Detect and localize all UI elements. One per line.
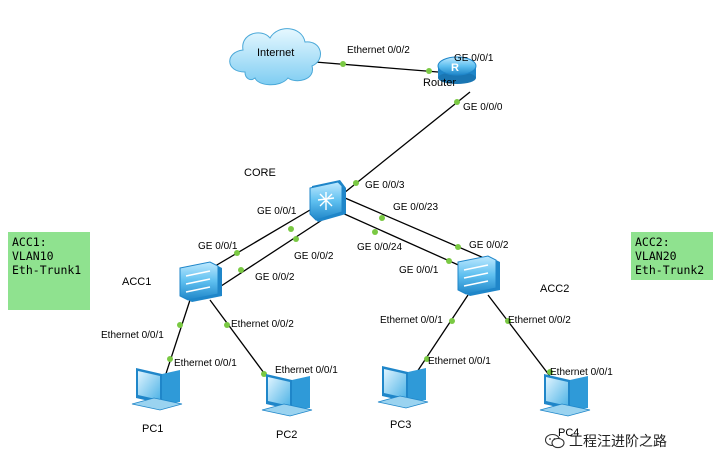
router-label: Router (423, 77, 456, 89)
port-label-internet-router-a: Ethernet 0/0/2 (347, 45, 410, 56)
acc1-note: ACC1: VLAN10 Eth-Trunk1 (8, 232, 90, 310)
pc-icon (131, 368, 183, 411)
acc2-note: ACC2: VLAN20 Eth-Trunk2 (631, 232, 713, 280)
port-dot (424, 356, 430, 362)
port-label-pc2-acc1: Ethernet 0/0/1 (275, 365, 338, 376)
router[interactable]: R Router (423, 56, 477, 89)
port-label-pc4-acc2: Ethernet 0/0/1 (550, 367, 613, 378)
port-labels: Ethernet 0/0/2 GE 0/0/1 GE 0/0/0 GE 0/0/… (101, 45, 613, 378)
pc3-label: PC3 (390, 419, 411, 431)
port-dot (353, 180, 359, 186)
acc2-label: ACC2 (540, 283, 569, 295)
watermark: 工程汪进阶之路 (545, 430, 667, 452)
port-dot (224, 322, 230, 328)
svg-text:R: R (451, 62, 459, 74)
wechat-icon (545, 433, 565, 449)
port-dot (340, 61, 346, 67)
access-switch-icon (179, 261, 222, 302)
acc1-note-line: ACC1: (12, 235, 47, 249)
port-label-acc2-pc4: Ethernet 0/0/2 (508, 315, 571, 326)
port-dot (238, 267, 244, 273)
internet-label: Internet (257, 47, 294, 59)
pc4-label: PC4 (558, 427, 579, 439)
core-label: CORE (244, 167, 276, 179)
port-label-acc1-pc2: Ethernet 0/0/2 (231, 319, 294, 330)
port-label-router-core-a: GE 0/0/0 (463, 102, 503, 113)
pc-icon (377, 366, 429, 409)
port-label-core-acc1-2: GE 0/0/2 (294, 251, 334, 262)
port-dot (261, 371, 267, 377)
port-dot (446, 258, 452, 264)
port-label-acc1-core-2: GE 0/0/2 (255, 272, 295, 283)
pc3[interactable]: PC3 (377, 366, 429, 431)
acc2-note-line: Eth-Trunk2 (635, 263, 705, 277)
port-label-core-acc1-1: GE 0/0/1 (257, 206, 297, 217)
core-switch-icon (309, 180, 346, 222)
port-label-core-acc2-1: GE 0/0/23 (393, 202, 438, 213)
cloud-icon (229, 28, 321, 86)
link-core-acc2-1 (344, 197, 485, 259)
watermark-text: 工程汪进阶之路 (569, 434, 667, 450)
port-dot (454, 99, 460, 105)
link-core-acc1-1 (204, 209, 311, 273)
port-label-acc1-core-1: GE 0/0/1 (198, 241, 238, 252)
pc2[interactable]: PC2 (261, 374, 313, 441)
pc1[interactable]: PC1 (131, 368, 183, 435)
port-label-core-acc2-2: GE 0/0/24 (357, 242, 402, 253)
acc1-label: ACC1 (122, 276, 151, 288)
port-dot (426, 68, 432, 74)
pc-icon (539, 374, 591, 417)
port-label-acc2-core-2: GE 0/0/1 (399, 265, 439, 276)
acc1-switch[interactable]: ACC1 (122, 261, 222, 302)
port-label-acc2-core-1: GE 0/0/2 (469, 240, 509, 251)
acc2-note-line: ACC2: (635, 235, 670, 249)
port-dot (177, 322, 183, 328)
port-label-pc1-acc1: Ethernet 0/0/1 (174, 358, 237, 369)
pc4[interactable]: PC4 (539, 374, 591, 439)
link-core-acc1-2 (214, 219, 323, 291)
core-switch[interactable]: CORE (244, 167, 346, 222)
port-label-pc3-acc2: Ethernet 0/0/1 (428, 356, 491, 367)
port-dot (455, 244, 461, 250)
pc1-label: PC1 (142, 423, 163, 435)
port-dot (288, 226, 294, 232)
link-internet-router (314, 61, 439, 73)
port-dot (449, 318, 455, 324)
link-router-core (343, 91, 471, 194)
acc2-switch[interactable]: ACC2 (457, 255, 569, 296)
port-label-acc1-pc1: Ethernet 0/0/1 (101, 330, 164, 341)
router-icon: R (437, 56, 477, 84)
port-label-internet-router-b: GE 0/0/1 (454, 53, 494, 64)
access-switch-icon (457, 255, 500, 296)
pc-icon (261, 374, 313, 417)
acc2-note-line: VLAN20 (635, 249, 677, 263)
port-dot (372, 229, 378, 235)
port-label-acc2-pc3: Ethernet 0/0/1 (380, 315, 443, 326)
acc1-note-line: VLAN10 (12, 249, 54, 263)
port-dot (293, 236, 299, 242)
port-dot (234, 250, 240, 256)
port-label-router-core-b: GE 0/0/3 (365, 180, 405, 191)
port-dot (167, 356, 173, 362)
port-dot (547, 369, 553, 375)
acc1-note-line: Eth-Trunk1 (12, 263, 82, 277)
internet-cloud[interactable]: Internet (229, 28, 321, 86)
pc2-label: PC2 (276, 429, 297, 441)
port-dot (379, 215, 385, 221)
port-dots (167, 61, 553, 377)
port-dot (505, 318, 511, 324)
